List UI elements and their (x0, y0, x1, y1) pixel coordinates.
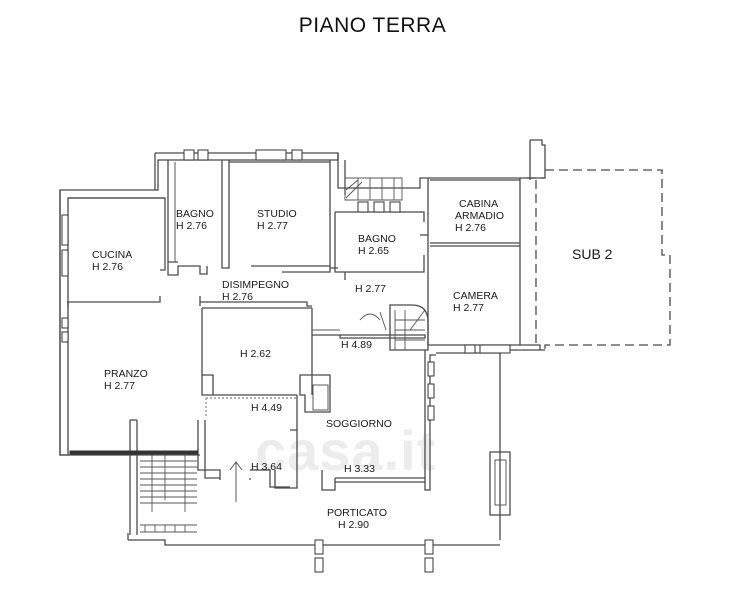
stair-height: H 4.89 (341, 339, 372, 351)
windows (61, 149, 511, 573)
room-name: BAGNO (176, 208, 214, 220)
room-cucina: CUCINA H 2.76 (92, 249, 132, 273)
stair-top (344, 177, 426, 350)
room-porticato: PORTICATO H 2.90 (327, 507, 387, 531)
room-camera: CAMERA H 2.77 (453, 290, 498, 314)
sub2-outline (527, 169, 671, 350)
corridor-height: H 2.77 (355, 283, 386, 295)
room-height: H 2.90 (338, 519, 369, 531)
room-height: H 2.77 (257, 220, 288, 232)
soggiorno-height: H 3.33 (344, 463, 375, 475)
room-name: CAMERA (453, 290, 498, 302)
room-name: PORTICATO (327, 507, 388, 519)
room-bagno-2: BAGNO H 2.65 (358, 233, 396, 257)
room-name-line1: CABINA (459, 198, 499, 210)
room-bagno-1: BAGNO H 2.76 (176, 208, 214, 232)
room-name-line2: ARMADIO (455, 210, 505, 222)
room-studio: STUDIO H 2.77 (257, 208, 297, 232)
room-sub-2: SUB 2 (572, 246, 613, 262)
room-name: STUDIO (257, 208, 297, 220)
plan-title: PIANO TERRA (298, 14, 447, 37)
interior-walls (67, 160, 520, 396)
room-disimpegno: DISIMPEGNO H 2.76 (222, 279, 289, 303)
room-height: H 2.77 (104, 380, 135, 392)
room-pranzo: PRANZO H 2.77 (104, 368, 148, 392)
room-soggiorno: SOGGIORNO (326, 418, 392, 430)
room-name: CUCINA (92, 249, 133, 261)
room-vano-height: H 2.62 (240, 348, 271, 360)
room-height: H 2.76 (176, 220, 207, 232)
watermark: casa.it (255, 419, 437, 482)
room-cabina-armadio: CABINA ARMADIO H 2.76 (455, 198, 504, 234)
room-height: H 2.76 (92, 261, 123, 273)
stairwell (127, 419, 500, 546)
ingresso-height: H 4.49 (251, 402, 282, 414)
room-name: PRANZO (104, 368, 148, 380)
room-height: H 2.77 (453, 302, 484, 314)
room-height: H 2.76 (222, 291, 253, 303)
entrata-height: H 3.64 (251, 461, 282, 473)
room-name: BAGNO (358, 233, 396, 245)
room-name: DISIMPEGNO (222, 279, 290, 291)
room-height: H 2.76 (455, 222, 486, 234)
lower-walls (205, 335, 545, 540)
room-height: H 2.65 (358, 245, 389, 257)
